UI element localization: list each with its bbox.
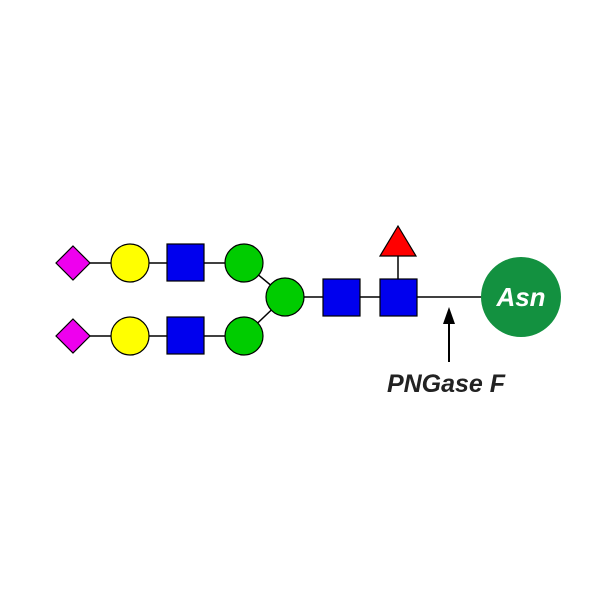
core-glcnac-square-icon (322, 278, 361, 317)
asparagine-residue: Asn (481, 257, 561, 337)
arrow-head-icon (443, 307, 455, 324)
sialic-acid-diamond-icon (55, 245, 91, 281)
enzyme-label: PNGase F (387, 370, 506, 398)
glcnac-square-icon (166, 243, 205, 282)
fucose-triangle-icon (378, 224, 418, 257)
glcnac-square-icon (166, 316, 205, 355)
mannose-circle-icon (224, 243, 264, 283)
galactose-circle-icon (110, 316, 150, 356)
asn-label: Asn (495, 282, 545, 312)
upper-antenna (55, 243, 264, 283)
asn-circle-icon (481, 257, 561, 337)
pngase-f-cleavage-marker: PNGase F (387, 307, 506, 398)
galactose-circle-icon (110, 243, 150, 283)
lower-antenna (55, 316, 264, 356)
sialic-acid-diamond-icon (55, 318, 91, 354)
glycan-core (265, 224, 418, 317)
reducing-glcnac-square-icon (379, 278, 418, 317)
mannose-circle-icon (224, 316, 264, 356)
core-mannose-circle-icon (265, 277, 305, 317)
